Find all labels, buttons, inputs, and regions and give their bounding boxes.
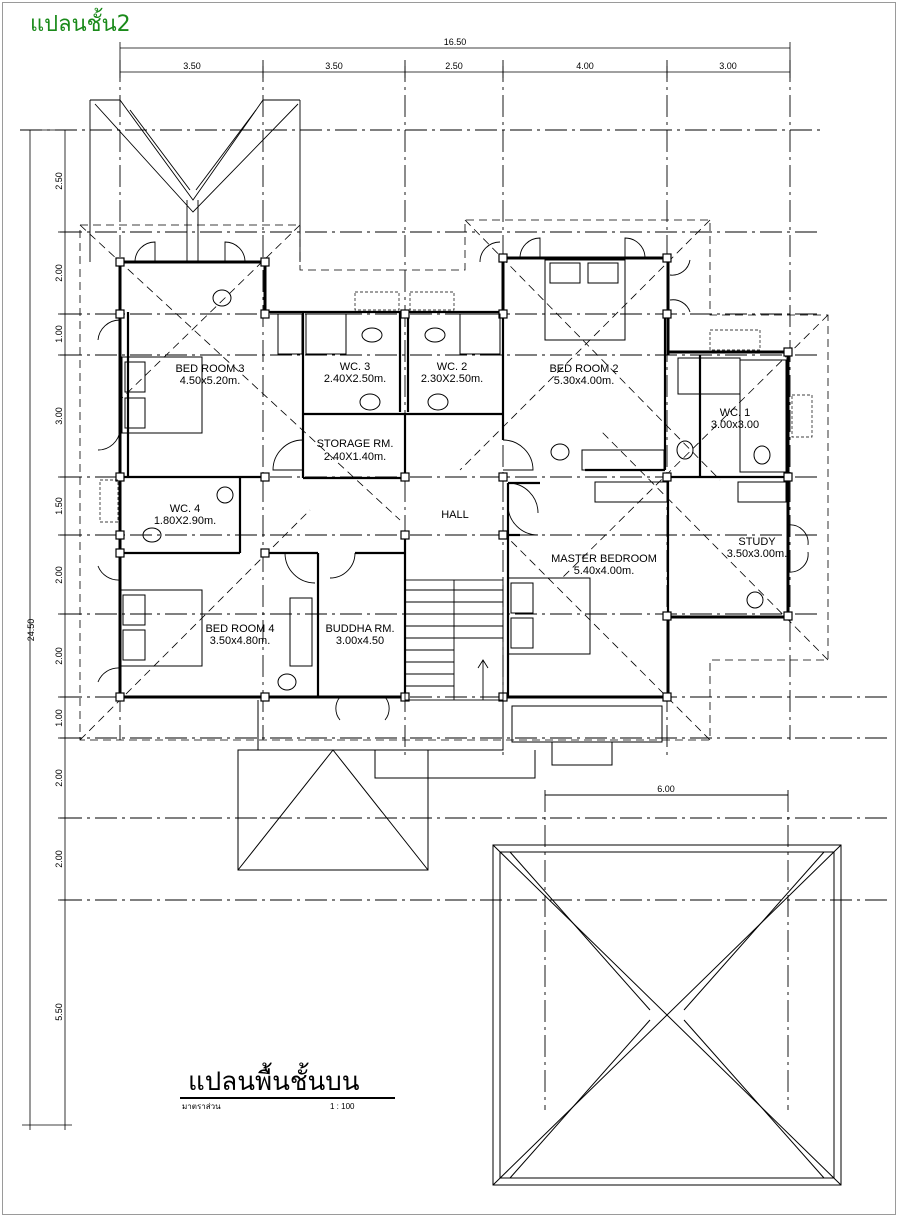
room-wc4-name: WC. 4 [170, 503, 201, 515]
room-bed2-size: 5.30x4.00m. [554, 375, 615, 387]
room-wc2-name: WC. 2 [437, 361, 468, 373]
dim-row-9: 2.00 [54, 769, 64, 787]
room-bed2-name: BED ROOM 2 [549, 363, 618, 375]
dim-row-8: 1.00 [54, 709, 64, 727]
dim-row-6: 2.00 [54, 566, 64, 584]
scale-label: มาตราส่วน [182, 1102, 221, 1111]
room-wc4-size: 1.80X2.90m. [154, 515, 216, 527]
room-wc1-size: 3.00x3.00 [711, 419, 759, 431]
dim-total-width: 16.50 [444, 37, 467, 47]
room-storage-name: STORAGE RM. [317, 438, 394, 450]
dim-row-4: 3.00 [54, 407, 64, 425]
grid-lines [20, 60, 890, 1110]
room-buddha-name: BUDDHA RM. [325, 623, 394, 635]
dim-total-height: 24.50 [26, 619, 36, 642]
columns [115, 253, 793, 702]
dim-row-2: 2.00 [54, 264, 64, 282]
room-study-size: 3.50x3.00m. [727, 548, 788, 560]
top-gable-roof [89, 99, 301, 262]
room-wc3-name: WC. 3 [340, 361, 371, 373]
dim-col-4: 4.00 [576, 61, 594, 71]
windows [99, 291, 813, 523]
room-wc3-size: 2.40X2.50m. [324, 373, 386, 385]
room-bed3-size: 4.50x5.20m. [180, 375, 241, 387]
dim-row-1: 2.50 [54, 172, 64, 190]
hip-roof [492, 794, 842, 1186]
dim-col-1: 3.50 [183, 61, 201, 71]
dim-row-5: 1.50 [54, 497, 64, 515]
dim-row-11: 5.50 [54, 1003, 64, 1021]
room-wc2-size: 2.30X2.50m. [421, 373, 483, 385]
top-dimension-lines [119, 42, 791, 78]
room-bed3-name: BED ROOM 3 [175, 363, 244, 375]
room-study-name: STUDY [738, 536, 776, 548]
room-buddha-size: 3.00x4.50 [336, 635, 384, 647]
door-swings [97, 237, 809, 721]
scale-value: 1 : 100 [330, 1102, 355, 1111]
room-wc1-name: WC. 1 [720, 407, 751, 419]
bath-fixtures [142, 289, 787, 691]
page-label: แปลนชั้น2 [30, 12, 131, 37]
dim-balcony: 6.00 [657, 784, 675, 794]
dim-row-3: 1.00 [54, 325, 64, 343]
room-master-size: 5.40x4.00m. [574, 565, 635, 577]
room-hall-name: HALL [441, 509, 469, 521]
wardrobes [277, 313, 787, 667]
dim-col-2: 3.50 [325, 61, 343, 71]
plan-title: แปลนพื้นชั้นบน [188, 1062, 360, 1097]
dim-row-10: 2.00 [54, 850, 64, 868]
stairs [404, 579, 504, 701]
room-master-name: MASTER BEDROOM [551, 553, 657, 565]
room-bed4-name: BED ROOM 4 [205, 623, 274, 635]
balconies [237, 700, 663, 871]
room-bed4-size: 3.50x4.80m. [210, 635, 271, 647]
room-storage-size: 2.40X1.40m. [324, 451, 386, 463]
dim-col-3: 2.50 [445, 61, 463, 71]
dim-row-7: 2.00 [54, 647, 64, 665]
beds [119, 259, 626, 667]
dim-col-5: 3.00 [719, 61, 737, 71]
